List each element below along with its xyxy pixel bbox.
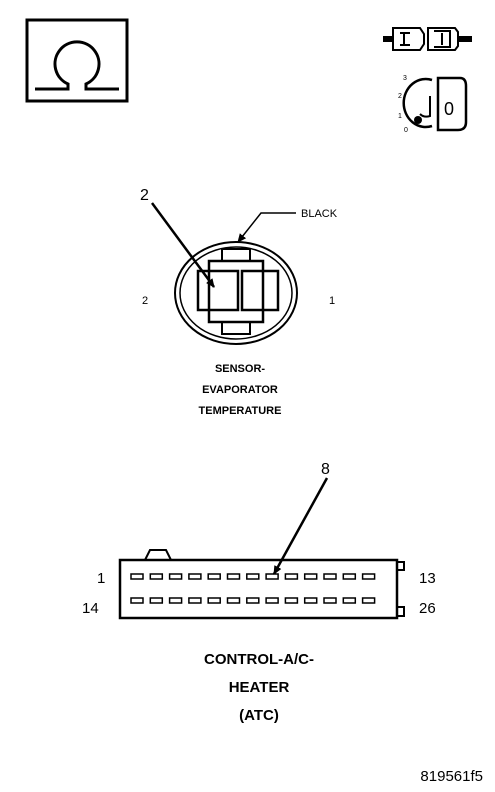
top-row-cavity [207,573,221,580]
ignition-key-icon: 3 2 1 0 0 [398,75,468,134]
cavity-row-top [130,573,376,580]
key-label: 0 [444,99,454,119]
control-connector [118,549,405,620]
bottom-row-cavity [168,597,183,604]
bottom-row-cavity [188,597,202,604]
control-title-line-1: CONTROL-A/C- [204,651,314,668]
wire-color-label: BLACK [301,208,338,220]
sensor-connector [174,241,298,345]
top-row-cavity [168,573,183,580]
control-callout-arrow [272,477,329,575]
sensor-title-line-1: SENSOR- [215,363,265,375]
top-row-cavity [188,573,202,580]
bottom-row-cavity [361,597,376,604]
bottom-row-cavity [342,597,357,604]
top-row-cavity [323,573,337,580]
bottom-row-cavity [226,597,241,604]
top-row-cavity [265,573,279,580]
bottom-row-cavity [303,597,318,604]
top-row-cavity [284,573,299,580]
sensor-callout-arrow [150,202,216,288]
top-row-cavity [130,573,144,580]
top-row-cavity [361,573,376,580]
control-callout-number: 8 [321,461,330,478]
bottom-row-cavity [323,597,337,604]
bottom-row-cavity [130,597,144,604]
top-row-cavity [246,573,260,580]
top-row-cavity [149,573,164,580]
sensor-cavity-2 [196,269,240,312]
sensor-title-line-2: EVAPORATOR [202,384,278,396]
figure-id: 819561f5 [420,768,483,785]
control-pin-14-label: 14 [82,600,99,617]
sensor-callout-number: 2 [140,187,149,204]
sensor-pin-left-label: 2 [142,295,148,307]
disconnected-connector-icon [383,27,472,51]
bottom-row-cavity [207,597,221,604]
control-pin-1-label: 1 [97,570,105,587]
key-position-3: 3 [403,75,407,82]
sensor-pin-right-label: 1 [329,295,335,307]
bottom-row-cavity [284,597,299,604]
key-position-2: 2 [398,93,402,100]
key-position-0: 0 [404,127,408,134]
wire-leader-line [237,212,296,243]
control-title-line-2: HEATER [229,679,290,696]
bottom-row-cavity [149,597,164,604]
control-title-line-3: (ATC) [239,707,279,724]
bottom-row-cavity [265,597,279,604]
control-pin-13-label: 13 [419,570,436,587]
top-row-cavity [303,573,318,580]
key-position-1: 1 [398,113,402,120]
top-row-cavity [226,573,241,580]
sensor-cavity-1 [240,269,280,312]
bottom-row-cavity [246,597,260,604]
ohmmeter-icon [25,18,129,103]
control-pin-26-label: 26 [419,600,436,617]
top-row-cavity [342,573,357,580]
sensor-title-line-3: TEMPERATURE [199,405,282,417]
cavity-row-bottom [130,597,376,604]
